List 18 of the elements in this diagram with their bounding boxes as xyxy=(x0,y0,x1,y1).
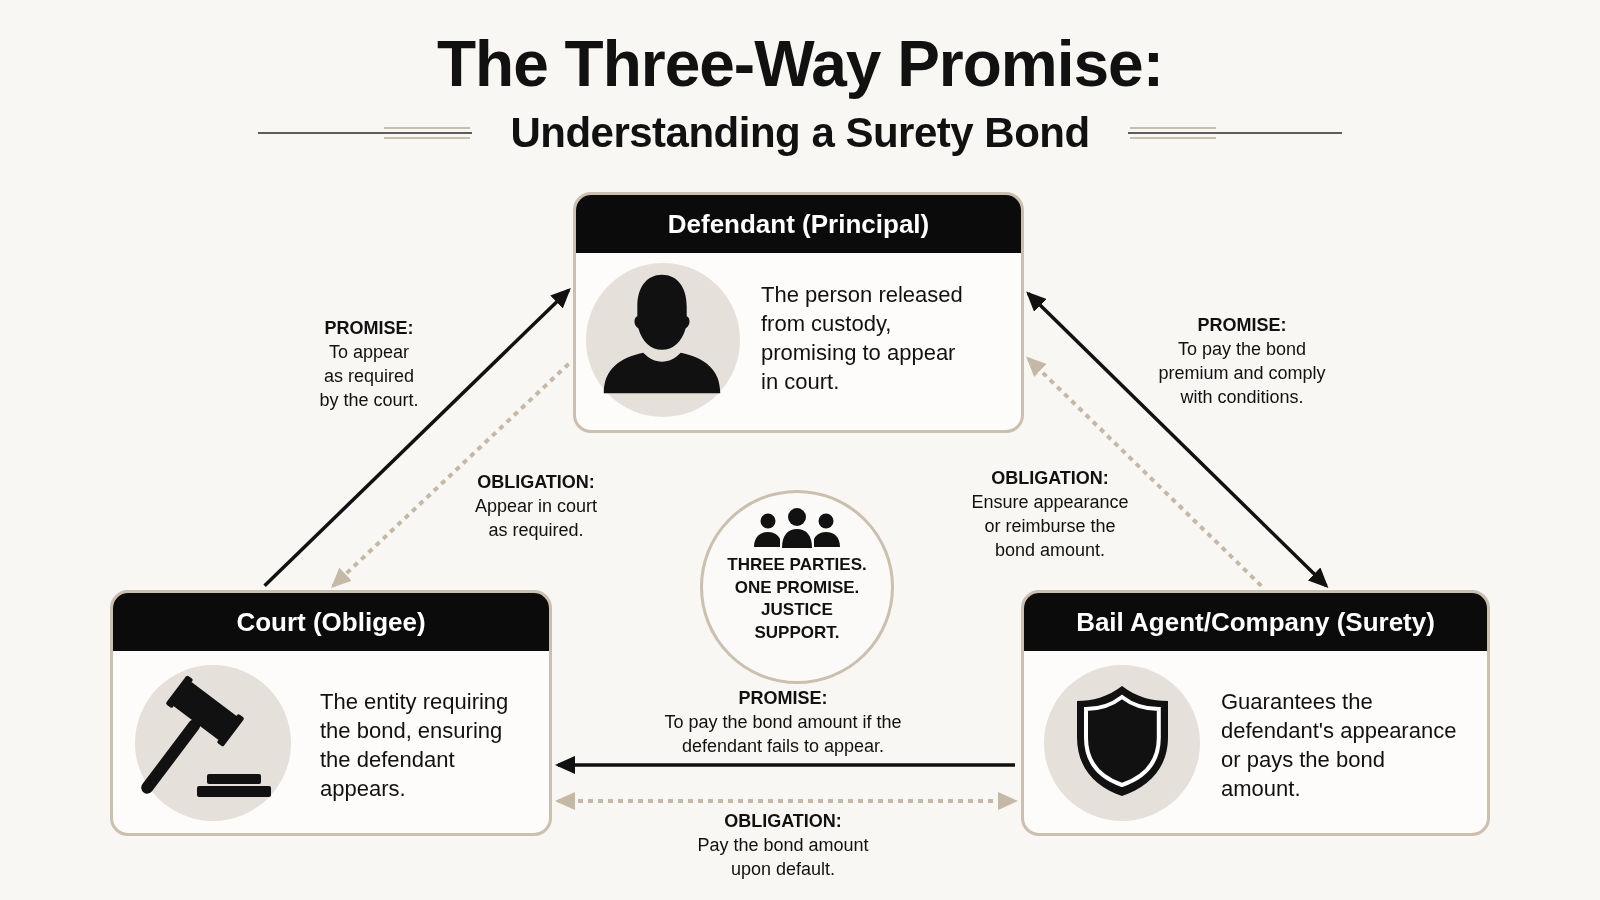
card-header: Defendant (Principal) xyxy=(576,195,1021,253)
description-text: The person released from custody, promising to appear in court. xyxy=(761,281,964,396)
description-text: The entity requiring the bond, ensuring the defendant appears. xyxy=(320,688,510,803)
subtitle-text: Understanding a Surety Bond xyxy=(510,110,1090,156)
card-header: Bail Agent/Company (Surety) xyxy=(1024,593,1487,651)
dashed-double-arrow xyxy=(555,792,1018,811)
dashed-arrow xyxy=(1026,356,1263,588)
party-card xyxy=(1021,590,1490,836)
arrow xyxy=(555,755,1015,774)
description-text: Guarantees the defendant's appearance or pays the bond amount. xyxy=(1221,688,1458,803)
summary-text: THREE PARTIES. ONE PROMISE. JUSTICE SUPPORT. xyxy=(726,554,868,644)
dashed-arrow xyxy=(330,362,570,588)
party-card xyxy=(110,590,552,836)
title-text: The Three-Way Promise: xyxy=(437,29,1163,99)
party-card xyxy=(573,192,1024,433)
double-arrow xyxy=(1026,291,1329,588)
card-header: Court (Obligee) xyxy=(113,593,549,651)
arrow xyxy=(263,288,571,588)
